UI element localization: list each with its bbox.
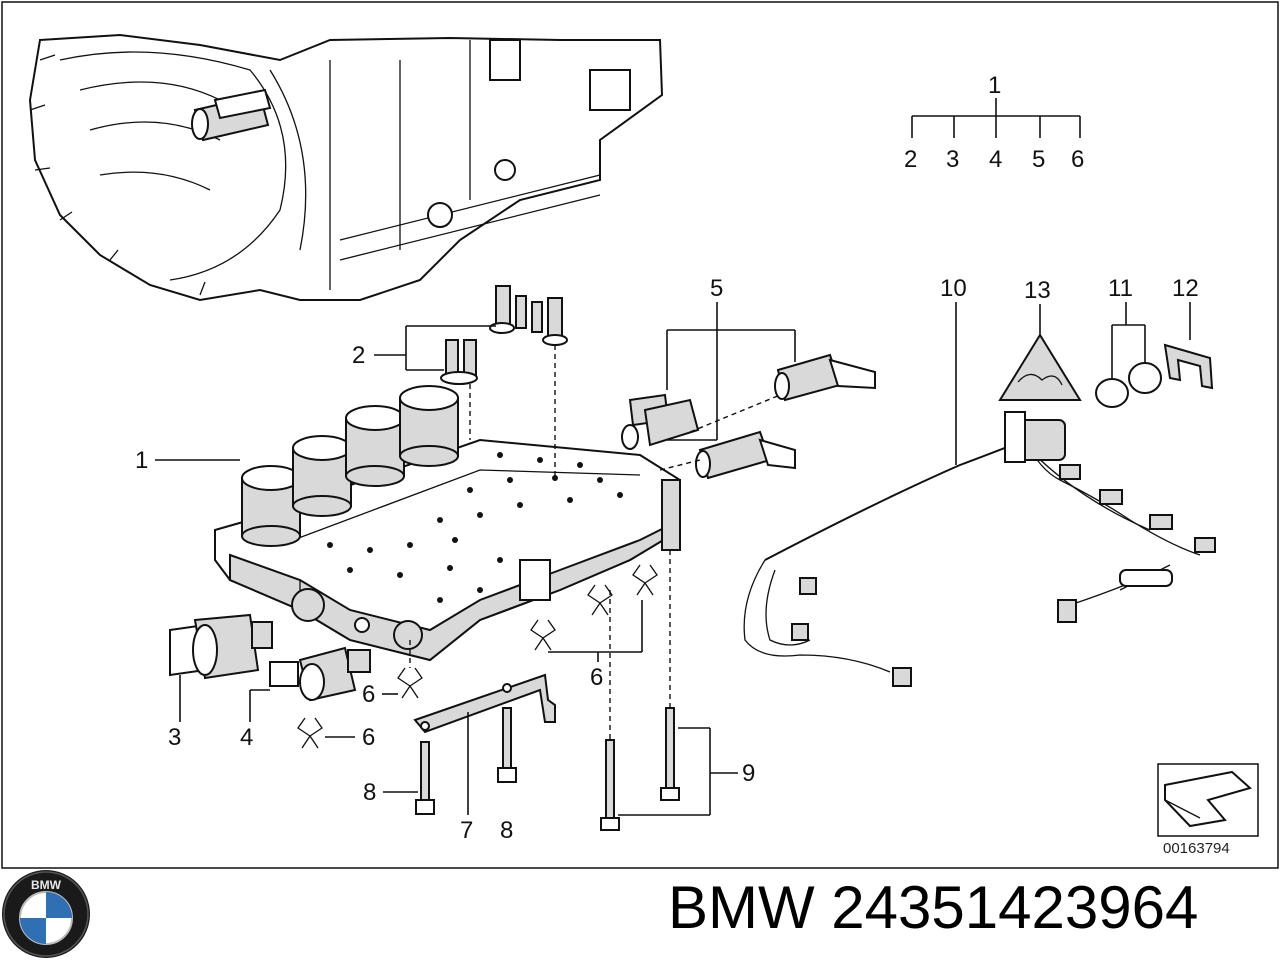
valve-body-holes bbox=[327, 452, 623, 603]
part-number-title: BMW 24351423964 bbox=[668, 874, 1199, 941]
bmw-logo: BMW bbox=[2, 870, 90, 958]
callout-8b: 8 bbox=[500, 817, 513, 844]
reference-arrow-icon bbox=[1157, 763, 1259, 837]
part-11-orings bbox=[1095, 362, 1162, 408]
solenoid-cans bbox=[241, 385, 459, 547]
callout-9: 9 bbox=[742, 760, 755, 787]
callout-6a: 6 bbox=[362, 681, 375, 708]
part-8-bolts bbox=[415, 707, 517, 815]
callout-sub-6: 6 bbox=[1071, 146, 1084, 173]
callout-6b: 6 bbox=[362, 724, 375, 751]
callout-2: 2 bbox=[352, 342, 365, 369]
callout-10: 10 bbox=[940, 275, 967, 302]
part-9-bolts bbox=[600, 550, 680, 831]
callout-11: 11 bbox=[1108, 275, 1133, 302]
callout-12: 12 bbox=[1172, 275, 1199, 302]
callout-sub-3: 3 bbox=[946, 146, 959, 173]
part-5-sensors bbox=[621, 353, 876, 480]
part-4-sensor bbox=[269, 646, 371, 702]
part-2-pins bbox=[440, 285, 568, 480]
callout-7: 7 bbox=[460, 817, 473, 844]
callout-sub-4: 4 bbox=[989, 146, 1002, 173]
callout-sub-5: 5 bbox=[1032, 146, 1045, 173]
callout-3: 3 bbox=[168, 724, 181, 751]
part-13-warning-label bbox=[998, 333, 1082, 401]
diagram-ref-number: 00163794 bbox=[1163, 840, 1230, 857]
bmw-logo-text: BMW bbox=[31, 878, 62, 892]
callout-assembly-1: 1 bbox=[988, 72, 1001, 99]
part-3-solenoid bbox=[169, 613, 273, 680]
callout-5: 5 bbox=[710, 275, 723, 302]
callout-4: 4 bbox=[240, 724, 253, 751]
callout-sub-2: 2 bbox=[904, 146, 917, 173]
diagram-frame bbox=[1, 1, 1279, 869]
part-10-harness bbox=[743, 411, 1216, 687]
transmission-housing bbox=[28, 33, 664, 302]
callout-8a: 8 bbox=[363, 779, 376, 806]
part-7-bracket bbox=[413, 673, 556, 734]
part-6-clips bbox=[297, 564, 658, 749]
callout-13: 13 bbox=[1024, 277, 1051, 304]
assembly-tree: 1 2 3 4 5 6 bbox=[904, 72, 1084, 173]
callout-6c: 6 bbox=[590, 664, 603, 691]
callout-1: 1 bbox=[135, 447, 148, 474]
part-12-clip bbox=[1163, 343, 1214, 390]
